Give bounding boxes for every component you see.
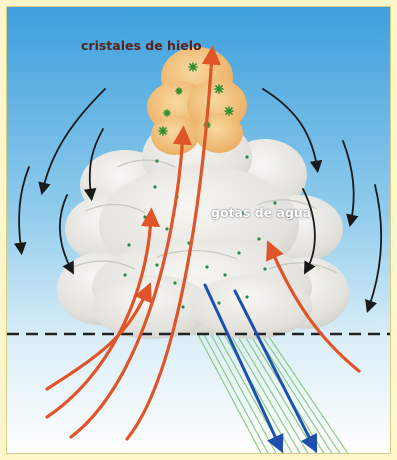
label-water-drops: gotas de agua bbox=[211, 205, 311, 220]
label-ice-crystals: cristales de hielo bbox=[81, 38, 202, 53]
cloud-diagram-svg bbox=[7, 7, 391, 454]
cloud-diagram: cristales de hielo gotas de agua bbox=[6, 6, 391, 454]
